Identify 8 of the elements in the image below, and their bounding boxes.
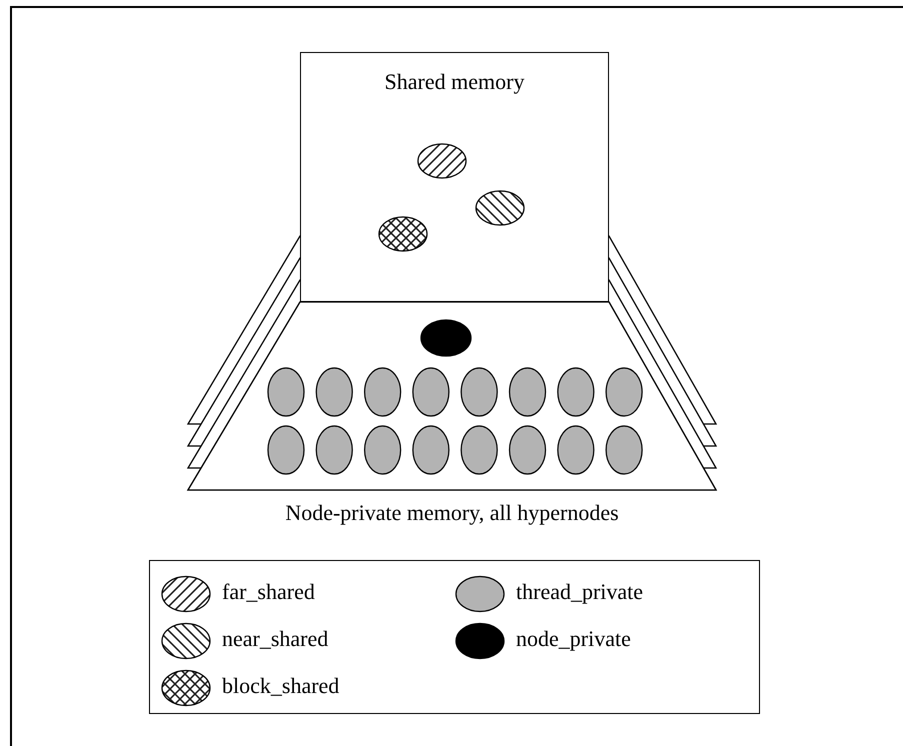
legend-label: thread_private <box>516 579 644 605</box>
memory-box <box>300 52 609 302</box>
legend-label: far_shared <box>222 579 315 605</box>
legend-label: near_shared <box>222 626 328 652</box>
legend-label: block_shared <box>222 673 340 699</box>
box-heading: Shared memory <box>384 69 526 95</box>
plane-caption: Node-private memory, all hypernodes <box>284 500 620 526</box>
legend-label: node_private <box>516 626 631 652</box>
